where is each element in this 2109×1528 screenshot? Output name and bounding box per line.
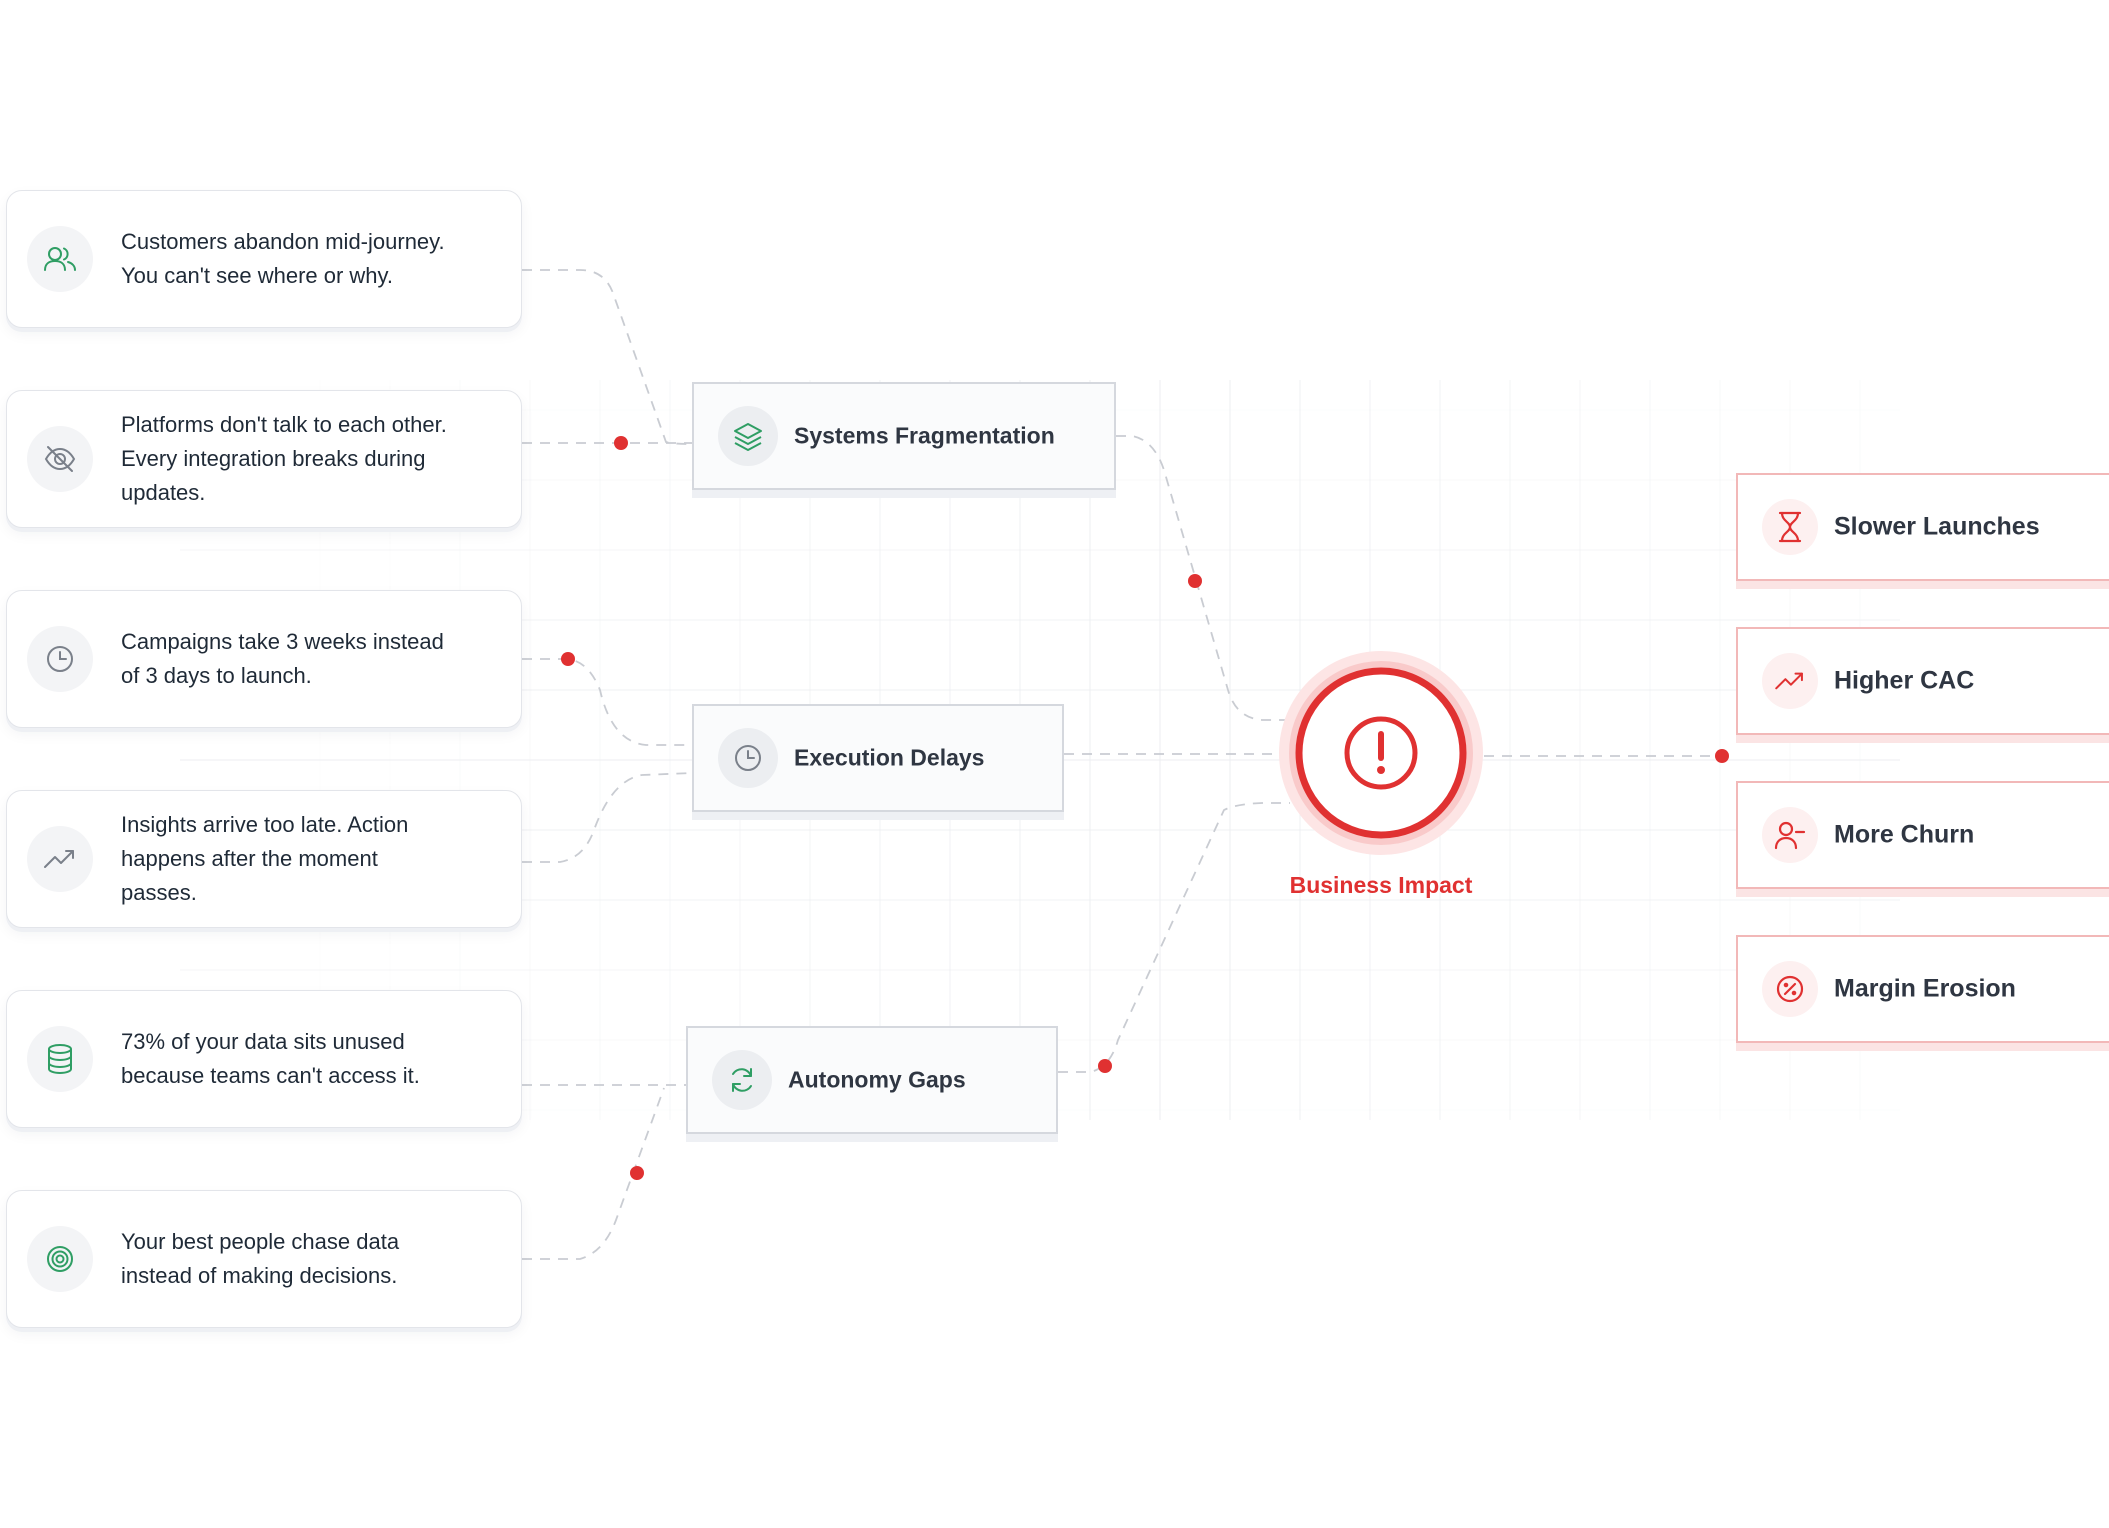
effect-more-churn: More Churn	[1736, 781, 2109, 889]
users-icon	[27, 226, 93, 292]
connector-pain-1	[522, 269, 693, 445]
effect-label: Margin Erosion	[1834, 974, 2016, 1003]
hub-label: Business Impact	[1289, 872, 1473, 898]
hourglass-icon	[1762, 499, 1818, 555]
effect-label: More Churn	[1834, 820, 1975, 849]
refresh-icon	[712, 1050, 772, 1110]
user-minus-icon	[1762, 807, 1818, 863]
trend-up-icon	[1762, 653, 1818, 709]
effect-margin-erosion: Margin Erosion	[1736, 935, 2109, 1043]
cause-label: Autonomy Gaps	[788, 1066, 966, 1093]
effect-slower-launches: Slower Launches	[1736, 473, 2109, 581]
clock-icon	[718, 728, 778, 788]
clock-icon	[27, 626, 93, 692]
percent-icon	[1762, 961, 1818, 1017]
pain-card-text: Platforms don't talk to each other.Every…	[121, 412, 447, 505]
connector-dot	[630, 1166, 644, 1180]
layers-icon	[718, 406, 778, 466]
effect-higher-cac: Higher CAC	[1736, 627, 2109, 735]
database-icon	[27, 1026, 93, 1092]
pain-card-text: Customers abandon mid-journey.You can't …	[121, 229, 445, 288]
cause-label: Execution Delays	[794, 744, 985, 771]
cause-label: Systems Fragmentation	[794, 422, 1055, 449]
pain-card-abandon: Customers abandon mid-journey.You can't …	[6, 190, 522, 328]
connector-dot	[1188, 574, 1202, 588]
connector-cause-1-hub	[1116, 435, 1296, 721]
effect-label: Slower Launches	[1834, 512, 2040, 541]
connector-cause-3-hub	[1058, 802, 1290, 1073]
cause-systems-fragmentation: Systems Fragmentation	[692, 382, 1116, 490]
effect-label: Higher CAC	[1834, 666, 1975, 695]
cause-execution-delays: Execution Delays	[692, 704, 1064, 812]
alert-icon	[1344, 716, 1418, 790]
connector-pain-6	[522, 1087, 665, 1260]
connector-pain-4	[522, 772, 693, 863]
connector-pain-3	[522, 658, 692, 746]
connector-dot	[1098, 1059, 1112, 1073]
connector-dot	[614, 436, 628, 450]
trend-up-icon	[27, 826, 93, 892]
target-icon	[27, 1226, 93, 1292]
business-impact-hub	[1276, 648, 1486, 858]
connector-dot	[1715, 749, 1729, 763]
cause-autonomy-gaps: Autonomy Gaps	[686, 1026, 1058, 1134]
pain-card-integration: Platforms don't talk to each other.Every…	[6, 390, 522, 528]
connector-dot	[561, 652, 575, 666]
eye-off-icon	[27, 426, 93, 492]
